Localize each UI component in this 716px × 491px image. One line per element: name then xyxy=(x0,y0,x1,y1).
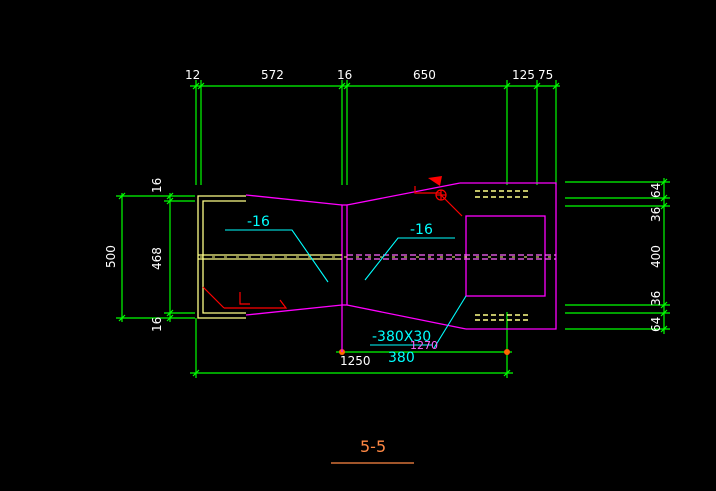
top-dim-16: 16 xyxy=(337,68,352,82)
section-title: 5-5 xyxy=(360,437,386,456)
label-plate-left: -16 xyxy=(247,214,270,230)
left-dim-16-top: 16 xyxy=(150,178,164,193)
left-dim-16-bottom: 16 xyxy=(150,317,164,332)
weld-flag-triangle xyxy=(428,176,442,186)
label-dim-380: 380 xyxy=(388,350,415,366)
overall-length: 1250 xyxy=(340,354,371,368)
left-dim-500: 500 xyxy=(104,245,118,268)
right-dim-36-top: 36 xyxy=(649,207,663,222)
dimension-marker-right xyxy=(504,349,510,355)
top-dim-650: 650 xyxy=(413,68,436,82)
plate-leaders xyxy=(225,229,467,349)
right-dimension-chain xyxy=(565,178,670,334)
right-dim-64-top: 64 xyxy=(649,183,663,198)
weld-flag xyxy=(414,186,441,194)
right-dimension-texts: 64 36 400 36 64 xyxy=(649,183,663,332)
bolt-holes xyxy=(475,190,530,321)
weld-symbol-left xyxy=(239,292,250,305)
right-dim-64-bottom: 64 xyxy=(649,317,663,332)
right-dim-36-bottom: 36 xyxy=(649,291,663,306)
label-plate-right: -16 xyxy=(410,222,433,238)
top-dim-12: 12 xyxy=(185,68,200,82)
label-overall-length: 1250 xyxy=(340,354,371,368)
left-channel xyxy=(197,195,342,319)
weld-symbols xyxy=(202,186,463,309)
top-dimension-chain xyxy=(190,80,560,185)
top-dim-572: 572 xyxy=(261,68,284,82)
weld-leader-left xyxy=(202,286,225,309)
top-dim-75: 75 xyxy=(538,68,553,82)
label-dim-1270: 1270 xyxy=(410,339,438,352)
label-plate-bottom: -380X30 xyxy=(372,329,431,345)
left-dim-468: 468 xyxy=(150,247,164,270)
bottom-dimension-lines xyxy=(190,312,513,378)
member-outline xyxy=(245,182,557,352)
centerline xyxy=(347,254,556,260)
overlapping-dimension: 1270 xyxy=(410,339,438,352)
top-dimension-texts: 12 572 16 650 125 75 xyxy=(185,68,553,82)
left-dimension-texts: 16 468 16 500 xyxy=(104,178,164,332)
plate-labels: -16 -16 -380X30 380 xyxy=(247,214,433,366)
right-dim-400: 400 xyxy=(649,245,663,268)
top-dim-125: 125 xyxy=(512,68,535,82)
left-dimension-chain xyxy=(116,192,195,322)
